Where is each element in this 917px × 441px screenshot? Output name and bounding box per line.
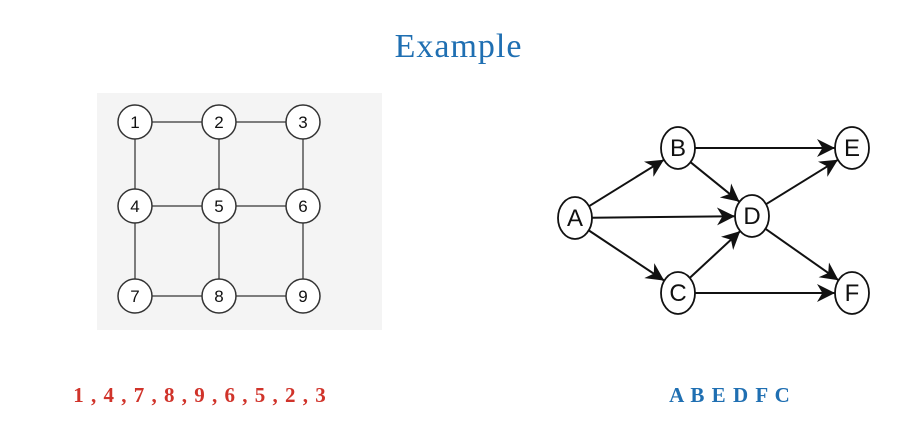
grid-node-label: 2 xyxy=(214,113,223,132)
dag-edge-A-C xyxy=(588,229,665,282)
dag-node-label: A xyxy=(567,205,583,232)
grid-node-label: 8 xyxy=(214,287,223,306)
grid-node-9: 9 xyxy=(285,278,321,314)
grid-node-2: 2 xyxy=(201,104,237,140)
dag-node-label: F xyxy=(845,280,860,307)
dag-edge-A-D xyxy=(591,207,736,226)
dag-edge-A-B xyxy=(588,158,665,208)
dag-traversal-caption: A B E D F C xyxy=(669,383,791,407)
grid-node-label: 7 xyxy=(130,287,139,306)
dag-node-B: B xyxy=(660,126,696,170)
dag-node-C: C xyxy=(660,271,696,315)
slide-title: Example xyxy=(394,28,523,65)
grid-node-7: 7 xyxy=(117,278,153,314)
dag-edge-D-F xyxy=(764,227,840,282)
dag-node-E: E xyxy=(834,126,870,170)
grid-node-5: 5 xyxy=(201,188,237,224)
grid-node-6: 6 xyxy=(285,188,321,224)
dag-node-label: D xyxy=(743,203,760,230)
grid-node-label: 9 xyxy=(298,287,307,306)
grid-node-label: 5 xyxy=(214,197,223,216)
dag-edge-B-D xyxy=(689,161,741,203)
grid-graph-panel: 1 2 3 4 5 6 7 8 9 xyxy=(97,93,382,330)
dag-node-F: F xyxy=(834,271,870,315)
grid-node-1: 1 xyxy=(117,104,153,140)
dag-node-label: B xyxy=(670,135,686,162)
directed-graph: A B C D E F xyxy=(557,126,870,315)
grid-node-label: 1 xyxy=(130,113,139,132)
grid-node-3: 3 xyxy=(285,104,321,140)
dag-node-label: C xyxy=(669,280,686,307)
dag-edge-C-D xyxy=(689,230,741,279)
grid-traversal-caption: 1 , 4 , 7 , 8 , 9 , 6 , 5 , 2 , 3 xyxy=(73,383,327,407)
grid-node-label: 4 xyxy=(130,197,139,216)
dag-edge-D-E xyxy=(765,158,839,206)
dag-node-D: D xyxy=(734,194,770,238)
dag-node-label: E xyxy=(844,135,860,162)
dag-node-A: A xyxy=(557,196,593,240)
grid-node-4: 4 xyxy=(117,188,153,224)
grid-node-8: 8 xyxy=(201,278,237,314)
grid-node-label: 6 xyxy=(298,197,307,216)
grid-node-label: 3 xyxy=(298,113,307,132)
grid-graph: 1 2 3 4 5 6 7 8 9 xyxy=(117,104,321,314)
